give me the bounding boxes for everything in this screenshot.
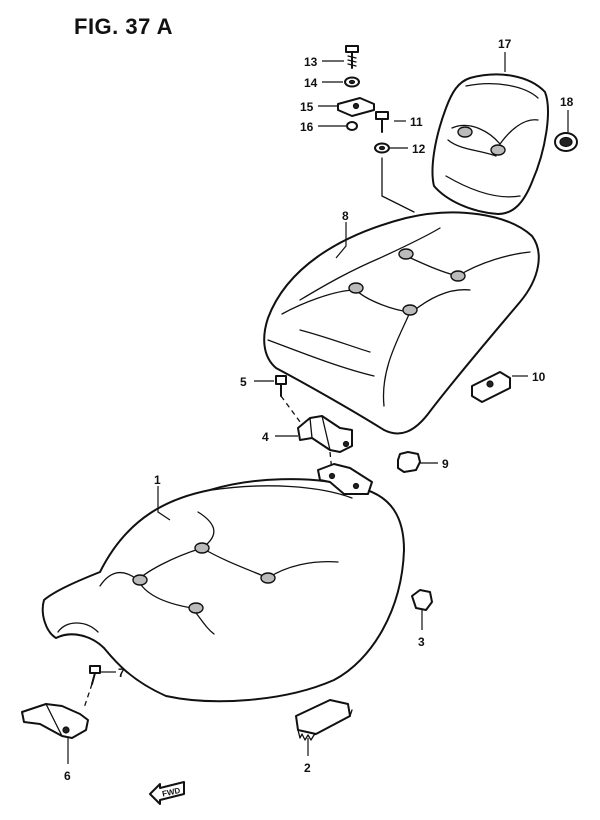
part-17-backrest (431, 73, 549, 215)
part-9-cushion (397, 451, 421, 473)
part-10-bracket (471, 371, 511, 403)
part-2-buffer (295, 699, 353, 741)
callout-1: 1 (154, 473, 161, 487)
part-14-washer (344, 76, 360, 88)
figure-title: FIG. 37 A (74, 14, 174, 39)
callout-12: 12 (412, 142, 426, 156)
part-7-bolt (89, 665, 101, 685)
fwd-arrow-icon: FWD (149, 781, 185, 805)
part-18-grommet (554, 132, 578, 152)
callout-11: 11 (410, 115, 423, 129)
callout-14: 14 (304, 76, 318, 90)
fwd-label: FWD (161, 786, 181, 799)
callout-18: 18 (560, 95, 574, 109)
callout-9: 9 (442, 457, 449, 471)
callout-3: 3 (418, 635, 425, 649)
callout-10: 10 (532, 370, 546, 384)
part-3-grommet (411, 589, 433, 611)
callout-6: 6 (64, 769, 71, 783)
callouts: 13 14 15 16 11 12 17 18 8 10 9 5 4 1 3 7… (64, 37, 574, 783)
callout-5: 5 (240, 375, 247, 389)
leader-lines (67, 52, 569, 764)
callout-8: 8 (342, 209, 349, 223)
callout-4: 4 (262, 430, 269, 444)
part-15-bracket (337, 97, 375, 117)
callout-7: 7 (118, 666, 125, 680)
callout-2: 2 (304, 761, 311, 775)
callout-17: 17 (498, 37, 512, 51)
callout-13: 13 (304, 55, 318, 69)
part-13-bolt (345, 45, 359, 69)
part-11-bolt (375, 111, 389, 133)
part-1-main-seat (41, 463, 405, 703)
part-12-washer (374, 142, 390, 154)
part-5-bolt (275, 375, 287, 397)
callout-16: 16 (300, 120, 314, 134)
part-6-bracket (21, 703, 89, 739)
callout-15: 15 (300, 100, 314, 114)
part-16-nut (346, 121, 358, 131)
part-8-pillion-seat (263, 211, 540, 435)
part-4-hinge-bracket (297, 415, 353, 453)
